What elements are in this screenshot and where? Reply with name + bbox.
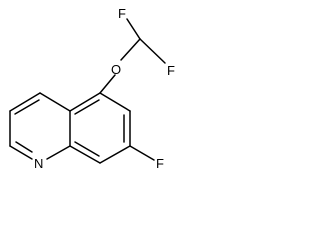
atom-nitrogen: N — [34, 156, 43, 171]
bond-c4a-c4 — [39, 92, 71, 112]
bond-c4-c3-inner — [14, 99, 40, 115]
bond-o-ring — [99, 74, 116, 94]
bond-c8-c8a — [69, 145, 101, 164]
atom-fluorine-top-right: F — [167, 63, 175, 78]
bond-c4-c3 — [9, 92, 41, 112]
bond-c2-n1 — [9, 145, 33, 160]
bond-c7-c8 — [99, 145, 131, 164]
atom-fluorine-ring: F — [156, 156, 164, 171]
bond-c-o — [120, 38, 141, 61]
bond-c4a-c5-inner — [74, 99, 100, 115]
molecule-diagram: F F O N F — [9, 6, 175, 171]
atom-fluorine-top-left: F — [118, 6, 126, 21]
atom-oxygen: O — [111, 62, 121, 77]
bond-c2-n1-inner — [15, 141, 33, 153]
bond-n1-c8a — [46, 145, 71, 160]
bond-c-f-top-left — [126, 18, 141, 40]
bond-c4a-c5 — [69, 92, 101, 112]
bond-c5-c6 — [99, 92, 131, 112]
bond-c8-c8a-inner — [74, 141, 100, 157]
bond-c7-f — [129, 145, 155, 161]
bond-c-f-top-right — [139, 38, 166, 64]
